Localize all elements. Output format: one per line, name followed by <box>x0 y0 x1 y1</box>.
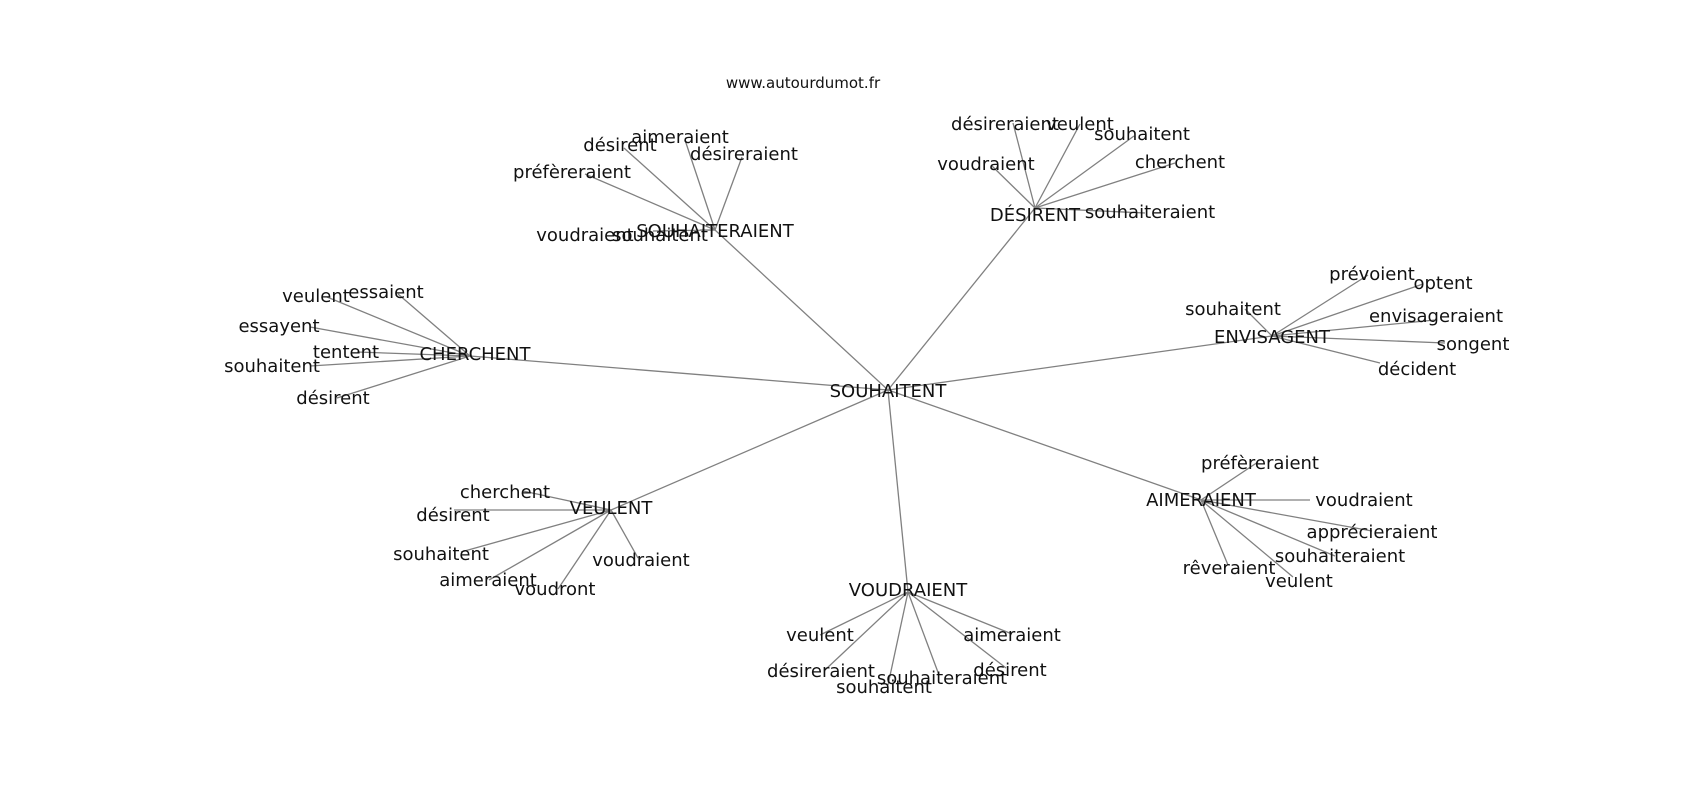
hub-node[interactable]: SOUHAITERAIENT <box>636 221 795 242</box>
leaf-node[interactable]: envisageraient <box>1369 306 1503 327</box>
leaf-node[interactable]: apprécieraient <box>1307 522 1438 543</box>
leaf-node[interactable]: tentent <box>313 342 379 363</box>
source-url: www.autourdumot.fr <box>726 74 881 92</box>
edge-hub-leaf <box>1034 207 1146 214</box>
edge-hub-leaf <box>1200 461 1259 501</box>
leaf-node[interactable]: décident <box>1378 359 1456 380</box>
leaf-node[interactable]: souhaitent <box>836 677 932 698</box>
edge-hub-leaf <box>1271 319 1436 337</box>
leaf-node[interactable]: préfèreraient <box>1201 453 1319 474</box>
hub-node[interactable]: VOUDRAIENT <box>849 580 968 601</box>
edge-center-hub <box>610 389 889 511</box>
leaf-node[interactable]: désirent <box>583 135 656 156</box>
edge-hub-leaf <box>1200 499 1373 532</box>
edge-hub-leaf <box>1271 283 1424 337</box>
leaf-node[interactable]: optent <box>1413 273 1472 294</box>
leaf-node[interactable]: cherchent <box>460 482 550 503</box>
hub-node[interactable]: ENVISAGENT <box>1214 327 1331 348</box>
edge-hub-leaf <box>1012 122 1036 209</box>
hub-node[interactable]: CHERCHENT <box>419 344 531 365</box>
edge-hub-leaf <box>907 591 940 676</box>
leaf-node[interactable]: désireraient <box>951 114 1059 135</box>
edge-hub-leaf <box>522 490 612 511</box>
leaf-node[interactable]: désirent <box>416 505 489 526</box>
leaf-node[interactable]: rêveraient <box>1183 558 1276 579</box>
leaf-node[interactable]: souhaitent <box>393 544 489 565</box>
edge-hub-leaf <box>1271 335 1446 344</box>
edge-center-hub <box>887 207 1036 391</box>
edge-hub-leaf <box>557 509 612 590</box>
leaf-node[interactable]: aimeraient <box>439 570 537 591</box>
center-node[interactable]: SOUHAITENT <box>830 381 948 402</box>
edge-hub-leaf <box>1271 335 1381 364</box>
leaf-node[interactable]: veulent <box>1046 114 1114 135</box>
leaf-node[interactable]: souhaitent <box>612 225 708 246</box>
edge-hub-leaf <box>1200 499 1229 566</box>
hub-node[interactable]: VEULENT <box>570 498 654 519</box>
leaf-node[interactable]: voudront <box>515 579 596 600</box>
leaf-node[interactable]: désireraient <box>690 144 798 165</box>
edge-hub-leaf <box>309 355 471 367</box>
leaf-node[interactable]: préfèreraient <box>513 162 631 183</box>
leaf-node[interactable]: aimeraient <box>963 625 1061 646</box>
edge-hub-leaf <box>488 509 612 581</box>
leaf-node[interactable]: voudraient <box>1315 490 1412 511</box>
edge-hub-leaf <box>610 509 639 559</box>
edge-hub-leaf <box>623 147 716 231</box>
edge-hub-leaf <box>684 139 716 231</box>
leaf-node[interactable]: souhaitent <box>1185 299 1281 320</box>
edge-hub-leaf <box>1034 162 1176 209</box>
edge-center-hub <box>887 389 909 593</box>
edge-hub-leaf <box>714 156 743 231</box>
leaf-node[interactable]: souhaiteraient <box>1275 546 1405 567</box>
edge-hub-leaf <box>1244 308 1273 337</box>
leaf-node[interactable]: désireraient <box>767 661 875 682</box>
leaf-node[interactable]: veulent <box>282 286 350 307</box>
edge-hub-leaf <box>1034 135 1135 209</box>
leaf-node[interactable]: voudraient <box>536 225 633 246</box>
edge-center-hub <box>887 389 1202 501</box>
leaf-node[interactable]: essayent <box>238 316 319 337</box>
edge-hub-leaf <box>824 591 909 671</box>
labels-layer: SOUHAITENTSOUHAITERAIENTaimeraientdésire… <box>224 114 1509 698</box>
leaf-node[interactable]: souhaitent <box>1094 124 1190 145</box>
leaf-node[interactable]: prévoient <box>1329 264 1415 285</box>
edge-center-hub <box>887 335 1273 391</box>
edge-hub-leaf <box>907 591 1007 669</box>
leaf-node[interactable]: désirent <box>296 388 369 409</box>
edge-hub-leaf <box>397 293 471 357</box>
leaf-node[interactable]: veulent <box>1265 571 1333 592</box>
leaf-node[interactable]: souhaitent <box>224 356 320 377</box>
leaf-node[interactable]: veulent <box>786 625 854 646</box>
leaf-node[interactable]: essaient <box>348 282 423 303</box>
edges-layer <box>309 122 1446 686</box>
edge-hub-leaf <box>1200 499 1294 578</box>
edge-hub-leaf <box>356 351 471 357</box>
edge-hub-leaf <box>309 326 471 357</box>
edge-center-hub <box>714 229 889 391</box>
edge-center-hub <box>469 355 889 391</box>
edge-hub-leaf <box>460 509 612 553</box>
edge-hub-leaf <box>1271 274 1369 337</box>
edge-hub-leaf <box>336 355 471 399</box>
leaf-node[interactable]: cherchent <box>1135 152 1225 173</box>
edge-hub-leaf <box>819 591 909 636</box>
hub-node[interactable]: AIMERAIENT <box>1146 490 1257 511</box>
leaf-node[interactable]: souhaiteraient <box>877 668 1007 689</box>
leaf-node[interactable]: voudraient <box>937 154 1034 175</box>
edge-hub-leaf <box>584 173 716 231</box>
edge-hub-leaf <box>1034 123 1081 209</box>
leaf-node[interactable]: souhaiteraient <box>1085 202 1215 223</box>
edge-hub-leaf <box>326 296 471 357</box>
edge-hub-leaf <box>1200 499 1336 557</box>
edge-hub-leaf <box>991 165 1036 209</box>
leaf-node[interactable]: songent <box>1437 334 1510 355</box>
leaf-node[interactable]: aimeraient <box>631 127 729 148</box>
hub-node[interactable]: DÉSIRENT <box>990 204 1081 226</box>
edge-hub-leaf <box>887 591 909 686</box>
leaf-node[interactable]: désirent <box>973 660 1046 681</box>
leaf-node[interactable]: voudraient <box>592 550 689 571</box>
edge-hub-leaf <box>907 591 1013 635</box>
